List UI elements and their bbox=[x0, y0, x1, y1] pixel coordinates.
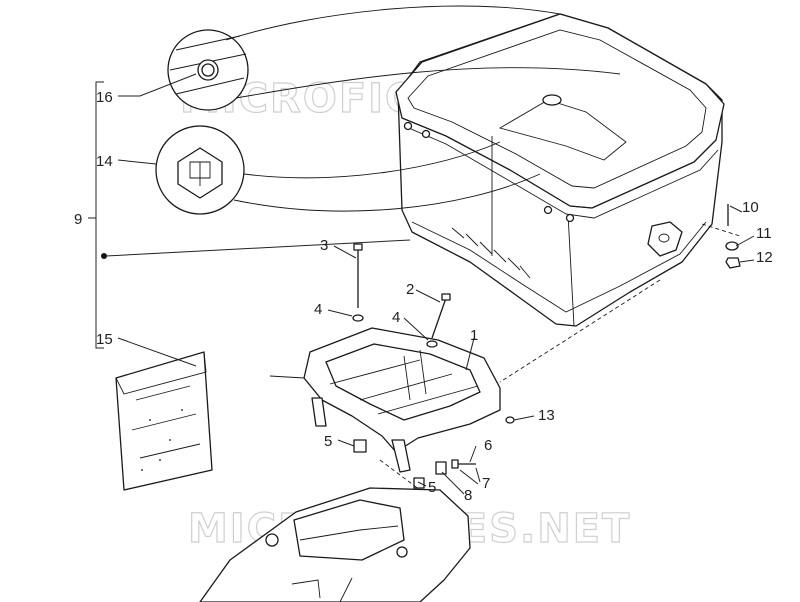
top-case bbox=[395, 13, 725, 327]
leader-lines bbox=[105, 73, 755, 495]
callout-10: 10 bbox=[742, 199, 759, 216]
callout-1: 1 bbox=[470, 327, 478, 344]
callout-2: 2 bbox=[406, 281, 414, 298]
callout-9: 9 bbox=[74, 211, 82, 228]
group-anchor-dot bbox=[101, 253, 107, 259]
zoom-detail-lock bbox=[167, 5, 621, 111]
group-bracket bbox=[88, 81, 104, 349]
callout-12: 12 bbox=[756, 249, 773, 266]
callout-4a: 4 bbox=[314, 301, 322, 318]
callout-5b: 5 bbox=[428, 479, 436, 496]
callout-16: 16 bbox=[96, 89, 113, 106]
callout-4b: 4 bbox=[392, 309, 400, 326]
callout-15: 15 bbox=[96, 331, 113, 348]
fasteners bbox=[352, 204, 741, 489]
zoom-detail-logo bbox=[155, 125, 541, 215]
callout-3: 3 bbox=[320, 237, 328, 254]
scooter-rear-body bbox=[199, 487, 471, 602]
callout-13: 13 bbox=[538, 407, 555, 424]
callout-11: 11 bbox=[756, 225, 772, 242]
callout-6: 6 bbox=[484, 437, 492, 454]
callout-7: 7 bbox=[482, 475, 490, 492]
document-bag bbox=[115, 351, 213, 491]
rack-bracket bbox=[269, 327, 501, 473]
callout-14: 14 bbox=[96, 153, 113, 170]
callout-5a: 5 bbox=[324, 433, 332, 450]
callout-8: 8 bbox=[464, 487, 472, 504]
